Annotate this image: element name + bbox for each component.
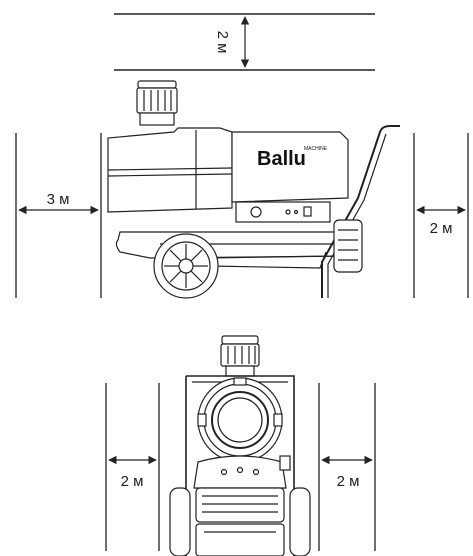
heater-front-view (169, 335, 311, 556)
indicator-light-2 (293, 209, 299, 215)
power-switch (303, 206, 312, 217)
front-lower-grille (195, 487, 285, 523)
handle-bar (321, 125, 400, 298)
top-clearance-label: 2 м (214, 31, 231, 54)
rear-clearance-label: 3 м (47, 191, 70, 208)
right-side-clearance-dimension: 2 м (321, 455, 373, 490)
heater-side-view: Ballu MACHINE (107, 80, 400, 299)
fuel-tank (115, 231, 353, 259)
front-housing (231, 131, 349, 203)
front-chimney-cap (220, 335, 260, 377)
rear-clearance-dimension: 3 м (18, 191, 99, 215)
control-panel (235, 201, 331, 223)
front-clearance-label: 2 м (430, 220, 453, 237)
front-wheel-right (289, 487, 311, 556)
front-wheel-left (169, 487, 191, 556)
front-fuel-tank (195, 523, 285, 556)
front-grille (333, 219, 363, 273)
front-clearance-dimension: 2 м (416, 205, 466, 237)
side-view-boundaries (15, 133, 469, 298)
ballu-logo: Ballu MACHINE (257, 146, 328, 170)
burner-body (107, 127, 233, 213)
chimney-cap (136, 80, 178, 126)
burner-outlet (197, 377, 283, 463)
thermostat-knob (250, 206, 262, 218)
front-view-boundaries (105, 383, 376, 551)
indicator-light (285, 209, 291, 215)
left-side-clearance-dimension: 2 м (108, 455, 157, 490)
wheel (153, 233, 219, 299)
top-clearance-dimension: 2 м (114, 13, 375, 71)
left-side-clearance-label: 2 м (121, 473, 144, 490)
right-side-clearance-label: 2 м (337, 473, 360, 490)
logo-subtext: MACHINE (304, 146, 328, 152)
logo-text: Ballu (257, 148, 306, 170)
